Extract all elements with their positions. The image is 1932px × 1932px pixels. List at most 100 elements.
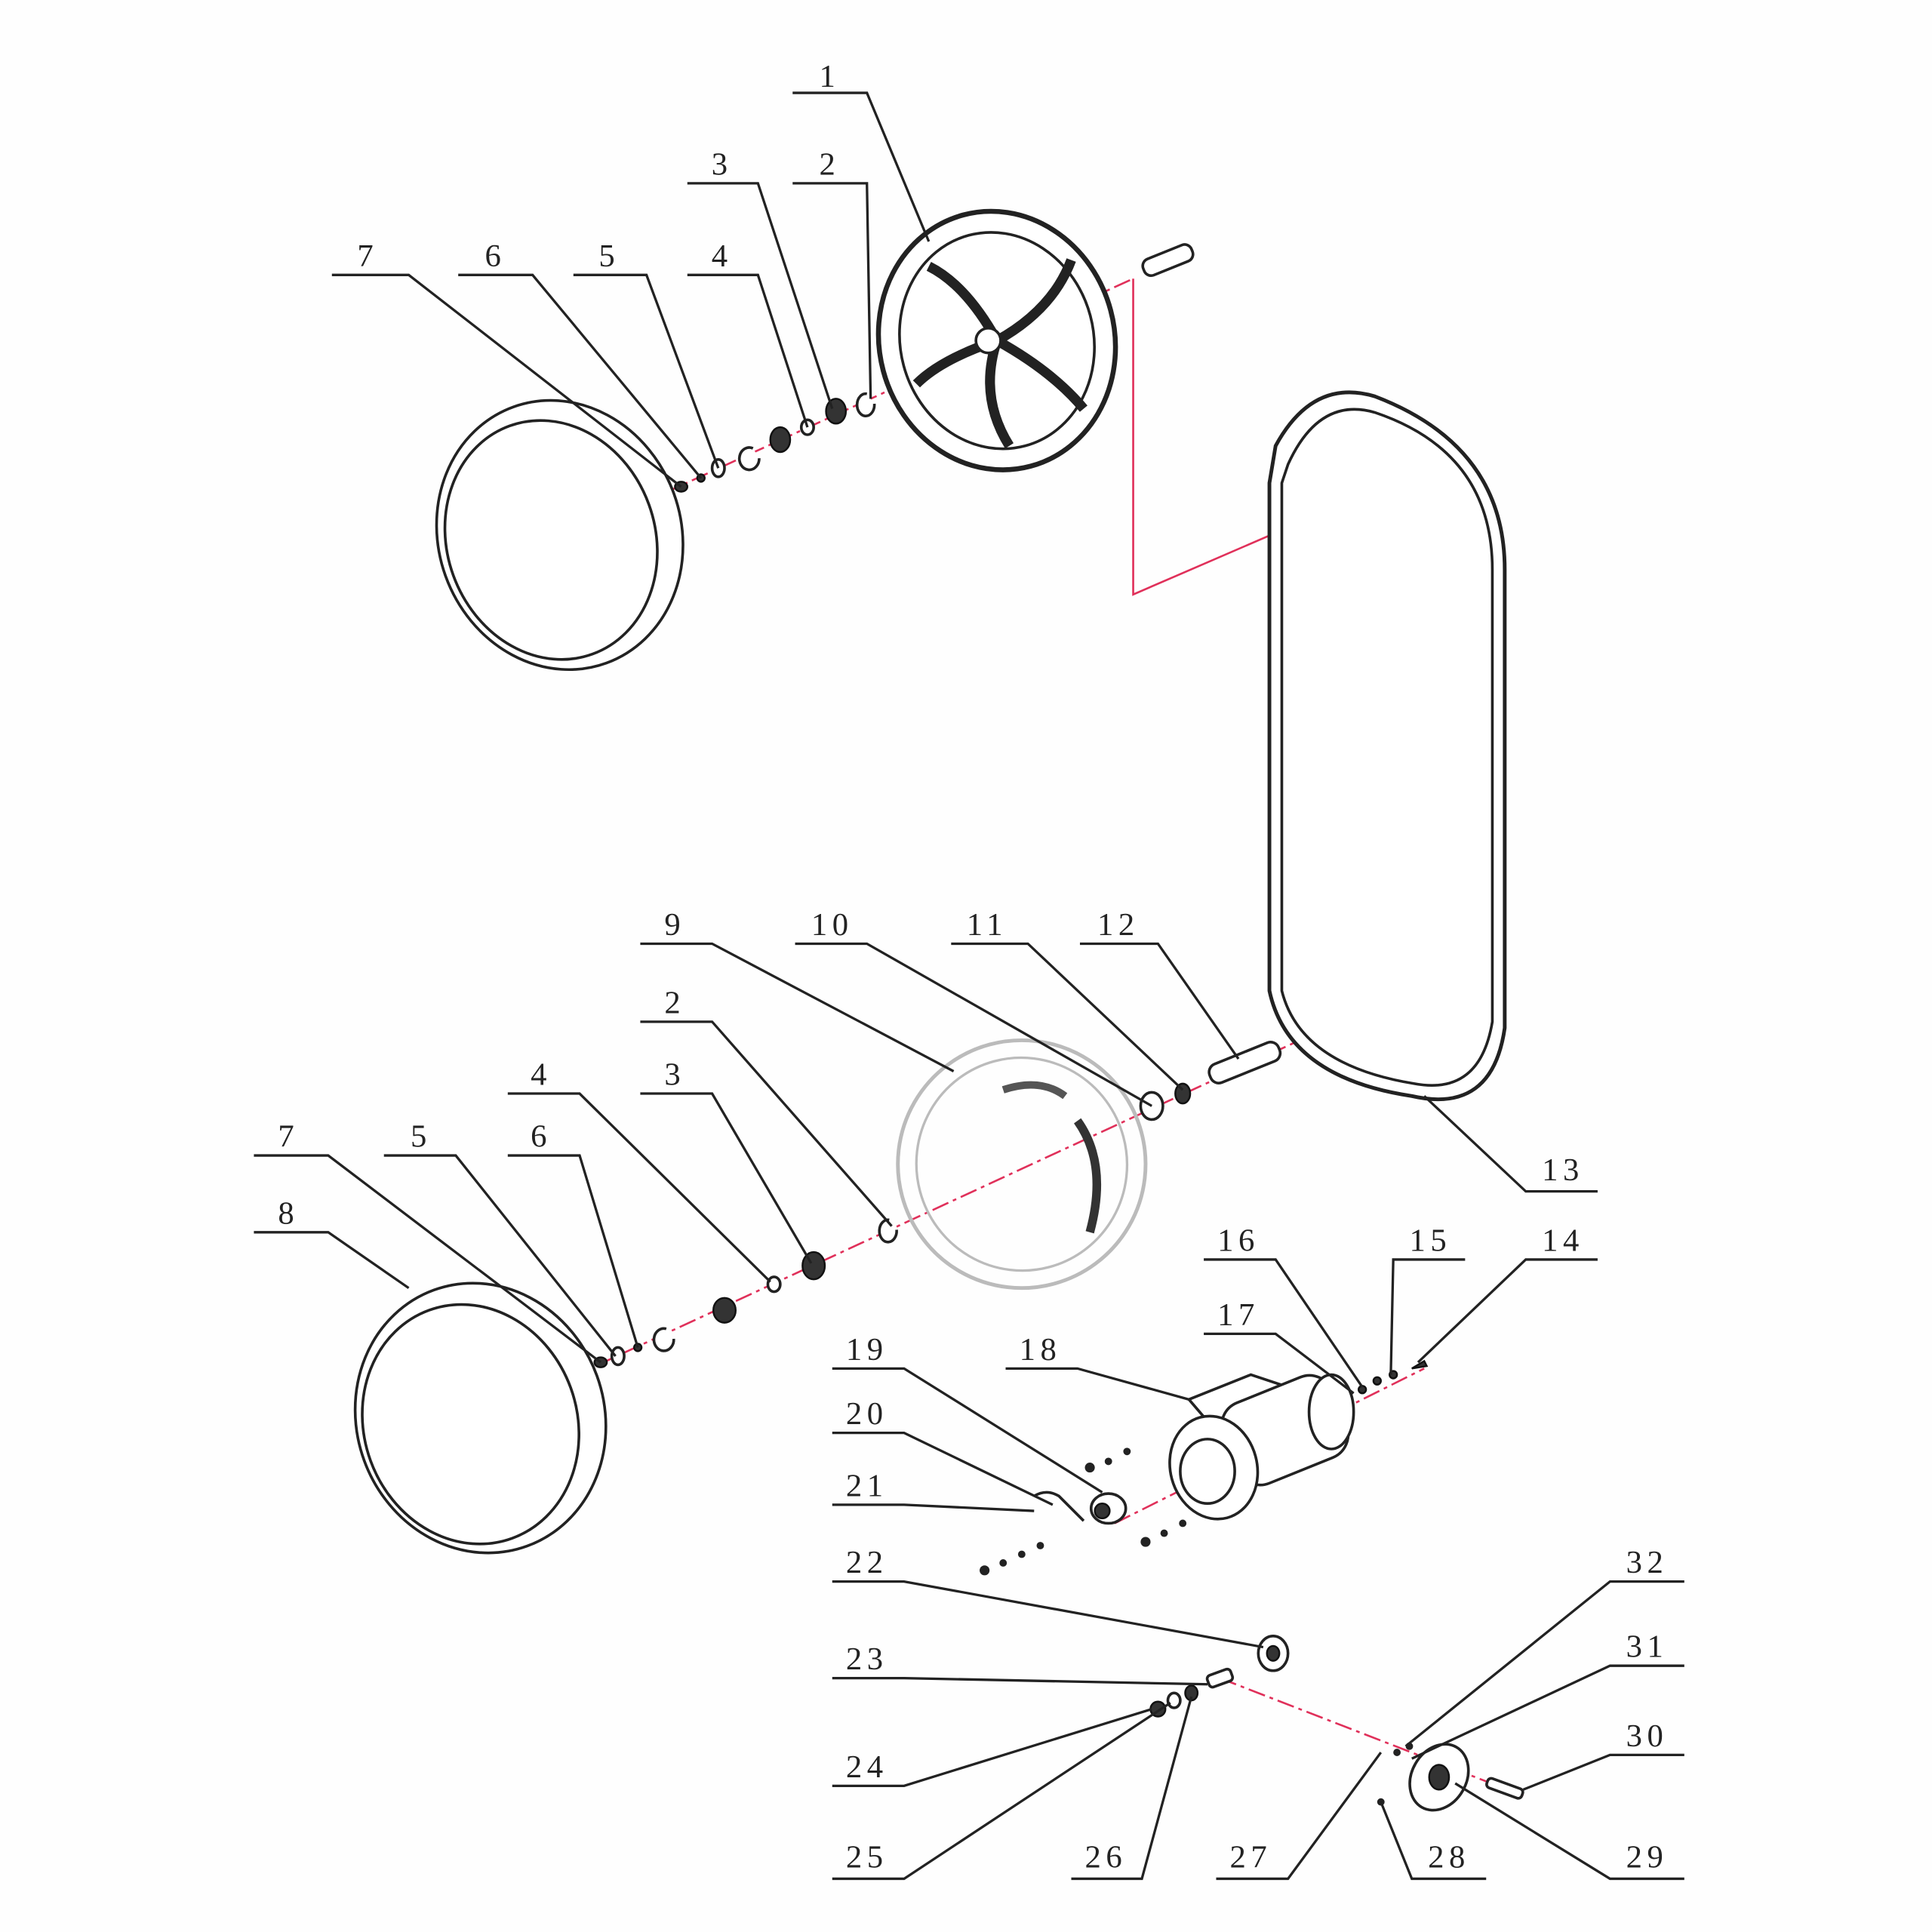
callout-7: 7: [331, 238, 682, 488]
callout-19: 19: [832, 1332, 1103, 1494]
callout-number: 3: [712, 146, 733, 182]
pulley-assembly: [1149, 1634, 1524, 1812]
leader-line: [1005, 1367, 1189, 1401]
callout-20: 20: [832, 1396, 1054, 1506]
callout-number: 12: [1097, 907, 1140, 943]
callout-number: 1: [820, 59, 841, 94]
callout-23: 23: [832, 1641, 1208, 1686]
callout-number: 28: [1428, 1840, 1470, 1875]
callout-number: 6: [485, 238, 506, 274]
motor: [980, 1359, 1429, 1576]
callout-number: 13: [1542, 1152, 1584, 1188]
callout-18: 18: [1005, 1332, 1189, 1401]
leader-line: [1216, 1752, 1383, 1881]
leader-line: [254, 1231, 410, 1290]
callout-number: 32: [1626, 1545, 1669, 1580]
leader-line: [687, 273, 809, 428]
callout-number: 7: [278, 1119, 299, 1155]
callout-29: 29: [1454, 1782, 1684, 1881]
callout-15: 15: [1389, 1223, 1466, 1375]
lower-hardware: [593, 1041, 1282, 1368]
callout-number: 24: [846, 1749, 888, 1785]
callout-11: 11: [951, 907, 1184, 1091]
callout-5: 5: [573, 238, 720, 469]
callout-3: 3: [640, 1057, 813, 1264]
callout-22: 22: [832, 1545, 1264, 1649]
callout-number: 7: [357, 238, 378, 274]
band-saw-blade: [1267, 390, 1507, 1102]
callout-16: 16: [1204, 1223, 1364, 1388]
callout-number: 16: [1217, 1223, 1260, 1258]
callout-number: 29: [1626, 1840, 1669, 1875]
leader-line: [792, 182, 872, 399]
leader-line: [1071, 1696, 1193, 1881]
callout-number: 27: [1230, 1840, 1272, 1875]
callout-13: 13: [1423, 1095, 1598, 1193]
callout-28: 28: [1380, 1801, 1487, 1881]
callout-12: 12: [1079, 907, 1240, 1060]
callout-number: 22: [846, 1545, 888, 1580]
callout-27: 27: [1216, 1752, 1383, 1881]
callout-7: 7: [254, 1119, 601, 1364]
leader-line: [795, 942, 1152, 1107]
leader-line: [1204, 1332, 1355, 1395]
callout-9: 9: [640, 907, 955, 1072]
callout-number: 8: [278, 1195, 299, 1231]
leader-line: [832, 1676, 1208, 1686]
callout-number: 4: [531, 1057, 552, 1093]
callout-14: 14: [1417, 1223, 1598, 1364]
leader-line: [573, 273, 720, 469]
leader-line: [1411, 1664, 1684, 1760]
callout-number: 5: [411, 1119, 432, 1155]
leader-line: [687, 182, 834, 410]
leader-line: [640, 1092, 813, 1264]
callout-number: 17: [1217, 1297, 1260, 1333]
callout-number: 31: [1626, 1629, 1669, 1665]
callout-8: 8: [254, 1195, 410, 1290]
leader-line: [832, 1702, 1171, 1881]
leader-line: [951, 942, 1184, 1091]
callout-26: 26: [1071, 1696, 1193, 1881]
callout-number: 9: [664, 907, 685, 943]
leader-line: [832, 1367, 1103, 1494]
callout-24: 24: [832, 1708, 1152, 1787]
callout-number: 2: [820, 146, 841, 182]
callout-number: 30: [1626, 1718, 1669, 1754]
leader-line: [640, 942, 955, 1072]
callout-10: 10: [795, 907, 1152, 1107]
callout-number: 15: [1409, 1223, 1451, 1258]
upper-wheel: [875, 208, 1118, 472]
callout-25: 25: [832, 1702, 1171, 1881]
leader-line: [383, 1154, 617, 1357]
callout-6: 6: [458, 238, 703, 479]
callout-6: 6: [507, 1119, 639, 1348]
leader-line: [640, 1020, 893, 1227]
callout-31: 31: [1411, 1629, 1684, 1760]
callout-1: 1: [792, 59, 931, 242]
callout-4: 4: [507, 1057, 771, 1283]
leader-line: [507, 1092, 771, 1283]
leader-line: [832, 1580, 1264, 1649]
callout-3: 3: [687, 146, 834, 410]
callout-number: 10: [811, 907, 854, 943]
callout-number: 2: [664, 985, 685, 1020]
leader-line: [832, 1708, 1152, 1787]
callout-32: 32: [1404, 1545, 1684, 1748]
callout-number: 11: [967, 907, 1008, 943]
leader-line: [1380, 1801, 1487, 1881]
leader-line: [458, 273, 703, 479]
leader-line: [507, 1154, 639, 1348]
lower-wheel: [896, 1038, 1148, 1291]
callout-number: 23: [846, 1641, 888, 1677]
callout-number: 20: [846, 1396, 888, 1432]
callout-number: 19: [846, 1332, 888, 1367]
callout-number: 18: [1020, 1332, 1062, 1367]
leader-line: [832, 1503, 1035, 1512]
callout-5: 5: [383, 1119, 617, 1357]
leader-line: [254, 1154, 601, 1364]
callout-2: 2: [792, 146, 872, 399]
callout-number: 25: [846, 1840, 888, 1875]
